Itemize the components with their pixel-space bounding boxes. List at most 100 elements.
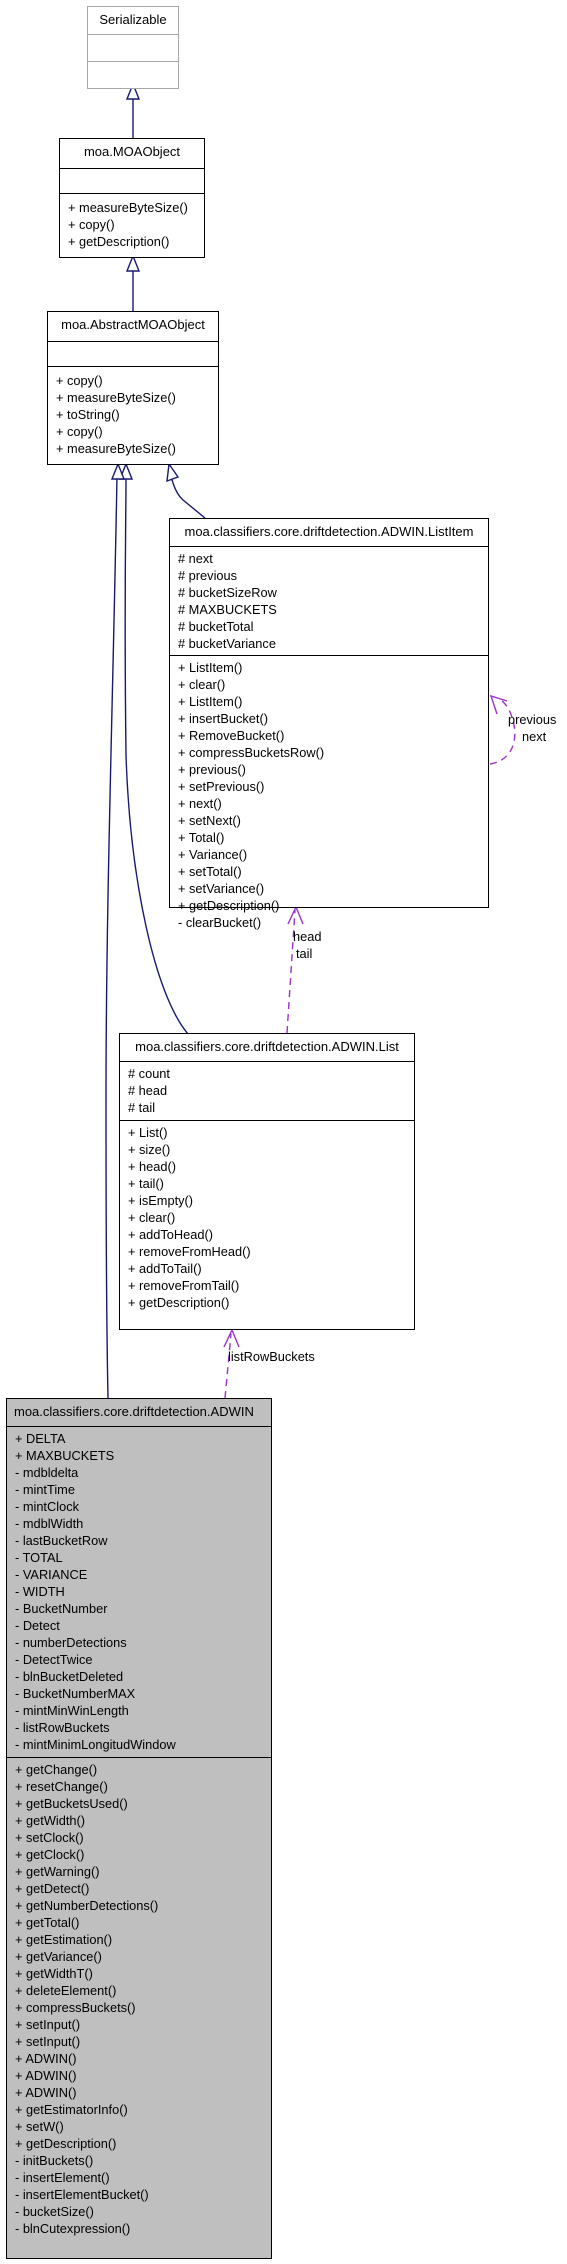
attribute: - DetectTwice	[15, 1652, 93, 1667]
method: + setNext()	[178, 813, 241, 828]
attribute: - VARIANCE	[15, 1567, 88, 1582]
edge-label-tail: tail	[296, 946, 313, 961]
attribute: # bucketSizeRow	[178, 585, 277, 600]
arrowhead-serializable	[125, 82, 141, 100]
attribute: - TOTAL	[15, 1550, 63, 1565]
attribute: - Detect	[15, 1618, 60, 1633]
method: + addToTail()	[128, 1261, 202, 1276]
method: + Total()	[178, 830, 225, 845]
edge-adwin-to-list	[224, 1333, 232, 1399]
attribute: # tail	[128, 1100, 156, 1115]
edge-label-next: next	[522, 729, 547, 744]
method: + isEmpty()	[128, 1193, 194, 1208]
attribute: - listRowBuckets	[15, 1720, 110, 1735]
attribute: - BucketNumberMAX	[15, 1686, 136, 1701]
class-adwin-list-item: moa.classifiers.core.driftdetection.ADWI…	[169, 518, 489, 930]
class-name: Serializable	[99, 12, 167, 27]
attribute: + MAXBUCKETS	[15, 1448, 115, 1463]
method: + deleteElement()	[15, 1983, 117, 1998]
method: + RemoveBucket()	[178, 728, 285, 743]
method: + measureByteSize()	[56, 441, 176, 456]
method: + getEstimation()	[15, 1932, 113, 1947]
attribute: # MAXBUCKETS	[178, 602, 277, 617]
method: + addToHead()	[128, 1227, 214, 1242]
method: + measureByteSize()	[56, 390, 176, 405]
method: + getDescription()	[15, 2136, 117, 2151]
method: + clear()	[128, 1210, 176, 1225]
method: + ListItem()	[178, 660, 243, 675]
method: + next()	[178, 796, 222, 811]
method: + setW()	[15, 2119, 64, 2134]
method: - bucketSize()	[15, 2204, 94, 2219]
attribute: - blnBucketDeleted	[15, 1669, 124, 1684]
class-name: moa.AbstractMOAObject	[61, 317, 205, 332]
edge-list-to-listitem	[286, 909, 296, 1034]
class-name: moa.classifiers.core.driftdetection.ADWI…	[135, 1039, 399, 1054]
method: + tail()	[128, 1176, 164, 1191]
method: + getChange()	[15, 1762, 98, 1777]
method: + previous()	[178, 762, 246, 777]
edge-listitem-self	[489, 697, 516, 765]
method: + setInput()	[15, 2017, 81, 2032]
method: + ADWIN()	[15, 2068, 77, 2083]
method: + removeFromTail()	[128, 1278, 240, 1293]
attribute: - mintClock	[15, 1499, 79, 1514]
method: + size()	[128, 1142, 171, 1157]
method: + getDescription()	[68, 234, 170, 249]
attribute: # head	[128, 1083, 168, 1098]
arrowhead-abstract-listitem	[166, 462, 180, 483]
attribute: # next	[178, 551, 213, 566]
usage-edges	[224, 697, 516, 1399]
attribute: - numberDetections	[15, 1635, 127, 1650]
attribute: # previous	[178, 568, 238, 583]
method: + copy()	[68, 217, 115, 232]
method: + setClock()	[15, 1830, 84, 1845]
attribute: # bucketVariance	[178, 636, 276, 651]
attribute: - mintTime	[15, 1482, 75, 1497]
method: - insertElement()	[15, 2170, 110, 2185]
method: + ListItem()	[178, 694, 243, 709]
method: + getWidth()	[15, 1813, 86, 1828]
inheritance-arrowheads	[110, 82, 180, 483]
method: + List()	[128, 1125, 168, 1140]
attribute: - WIDTH	[15, 1584, 65, 1599]
attribute: + DELTA	[15, 1431, 66, 1446]
attribute: # bucketTotal	[178, 619, 254, 634]
method: + setPrevious()	[178, 779, 265, 794]
method: + getDescription()	[128, 1295, 230, 1310]
method: + getWarning()	[15, 1864, 100, 1879]
method: + insertBucket()	[178, 711, 268, 726]
arrowhead-listitem-head	[287, 905, 304, 925]
arrowhead-list-buckets	[223, 1328, 240, 1348]
method: + getDetect()	[15, 1881, 90, 1896]
edge-label-previous: previous	[508, 712, 557, 727]
method: + getVariance()	[15, 1949, 102, 1964]
method: + setVariance()	[178, 881, 265, 896]
class-name: moa.MOAObject	[83, 144, 181, 159]
method: + getTotal()	[15, 1915, 80, 1930]
method: - initBuckets()	[15, 2153, 94, 2168]
attribute: - mdbldelta	[15, 1465, 79, 1480]
class-moa-object: moa.MOAObject + measureByteSize() + copy…	[59, 138, 205, 258]
class-adwin-list: moa.classifiers.core.driftdetection.ADWI…	[119, 1033, 415, 1330]
method: + copy()	[56, 424, 103, 439]
method: + clear()	[178, 677, 226, 692]
attribute: - BucketNumber	[15, 1601, 108, 1616]
method: + ADWIN()	[15, 2085, 77, 2100]
method: + compressBucketsRow()	[178, 745, 325, 760]
arrowhead-abstract-adwin	[110, 462, 126, 480]
method: + getNumberDetections()	[15, 1898, 159, 1913]
arrowhead-moaobject	[125, 254, 141, 272]
method: - insertElementBucket()	[15, 2187, 149, 2202]
method: + Variance()	[178, 847, 248, 862]
method: + toString()	[56, 407, 120, 422]
method: + resetChange()	[15, 1779, 108, 1794]
method: + copy()	[56, 373, 103, 388]
attribute: - mintMinimLongitudWindow	[15, 1737, 176, 1752]
method: + head()	[128, 1159, 177, 1174]
method: + getClock()	[15, 1847, 85, 1862]
class-name: moa.classifiers.core.driftdetection.ADWI…	[14, 1404, 254, 1419]
class-abstract-moa-object: moa.AbstractMOAObject + copy() + measure…	[47, 311, 219, 465]
edge-adwin-to-abstract	[105, 475, 118, 1399]
